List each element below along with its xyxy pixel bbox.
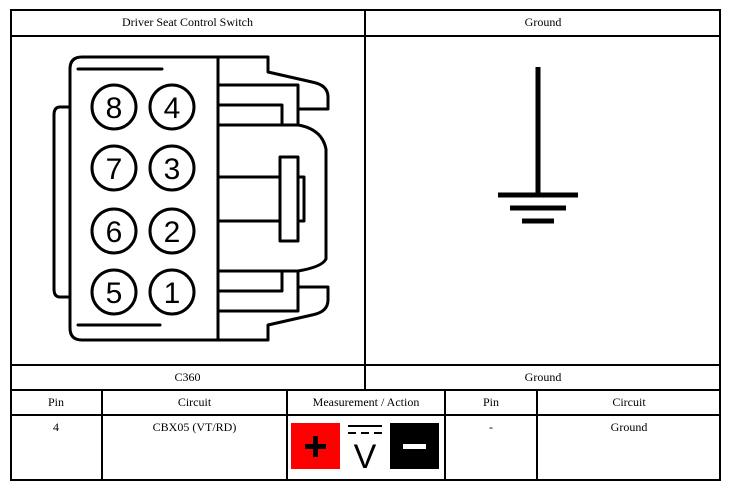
connector-top-latch-inner [216, 103, 284, 127]
connector-lock-nub [296, 175, 306, 223]
pin-cavity-1 [148, 268, 196, 316]
pin-cavity-5 [90, 268, 138, 316]
pin-number: 8 [106, 92, 123, 125]
col-header-pin: Pin [47, 395, 64, 409]
connector-left-latch [52, 105, 70, 299]
connector-bottom-latch [216, 269, 300, 313]
connector-bottom-latch-inner [216, 269, 284, 293]
meter-mode-symbol: V [354, 438, 377, 470]
connector-title: Driver Seat Control Switch [122, 15, 253, 29]
negative-lead-icon [390, 423, 439, 469]
connector-middle-latch [216, 175, 282, 223]
pin-number: 1 [164, 277, 181, 310]
connector-id-label: C360 [174, 370, 201, 384]
pin-number: 7 [106, 153, 123, 186]
pin-cavity-8 [90, 83, 138, 131]
table-col-divider-4 [536, 389, 538, 481]
panel-divider [364, 9, 366, 390]
connector-top-latch [216, 83, 300, 127]
table-col-divider-1 [101, 389, 103, 481]
pin-cavity-4 [148, 83, 196, 131]
ground-label: Ground [524, 370, 562, 384]
dc-voltage-icon: V [348, 425, 382, 470]
pin-number: 4 [164, 92, 181, 125]
connector-bottom-profile [216, 285, 330, 342]
table-col-divider-2 [286, 389, 288, 481]
pin-number: 5 [106, 277, 123, 310]
connector-lock-tab [278, 155, 300, 243]
pin-cavity-3 [148, 144, 196, 192]
table-col-divider-3 [444, 389, 446, 481]
col-header-circuit-2: Circuit [612, 395, 646, 409]
row-pin-b: - [489, 420, 493, 434]
row-circuit-b: Ground [610, 420, 648, 434]
connector-top-profile [216, 55, 330, 111]
col-header-measurement: Measurement / Action [312, 395, 420, 409]
table-header-top [10, 389, 721, 391]
col-header-circuit: Circuit [177, 395, 212, 409]
ground-title: Ground [524, 15, 562, 29]
col-header-pin-2: Pin [482, 395, 499, 409]
pin-cavity-7 [90, 144, 138, 192]
connector-face-diagram: 8 4 7 3 6 2 5 1 [52, 55, 330, 342]
ground-symbol-icon [498, 67, 578, 224]
connector-housing [68, 55, 220, 342]
pin-cavity-6 [90, 207, 138, 255]
pin-number: 6 [106, 216, 123, 249]
pin-number: 2 [164, 216, 181, 249]
connector-side-rail [296, 123, 328, 273]
pin-number: 3 [164, 153, 181, 186]
row-circuit-a: CBX05 (VT/RD) [152, 420, 237, 434]
table-header-bottom [10, 414, 721, 416]
positive-lead-icon [291, 423, 340, 469]
pin-cavity-2 [148, 207, 196, 255]
row-pin-a: 4 [53, 420, 59, 434]
